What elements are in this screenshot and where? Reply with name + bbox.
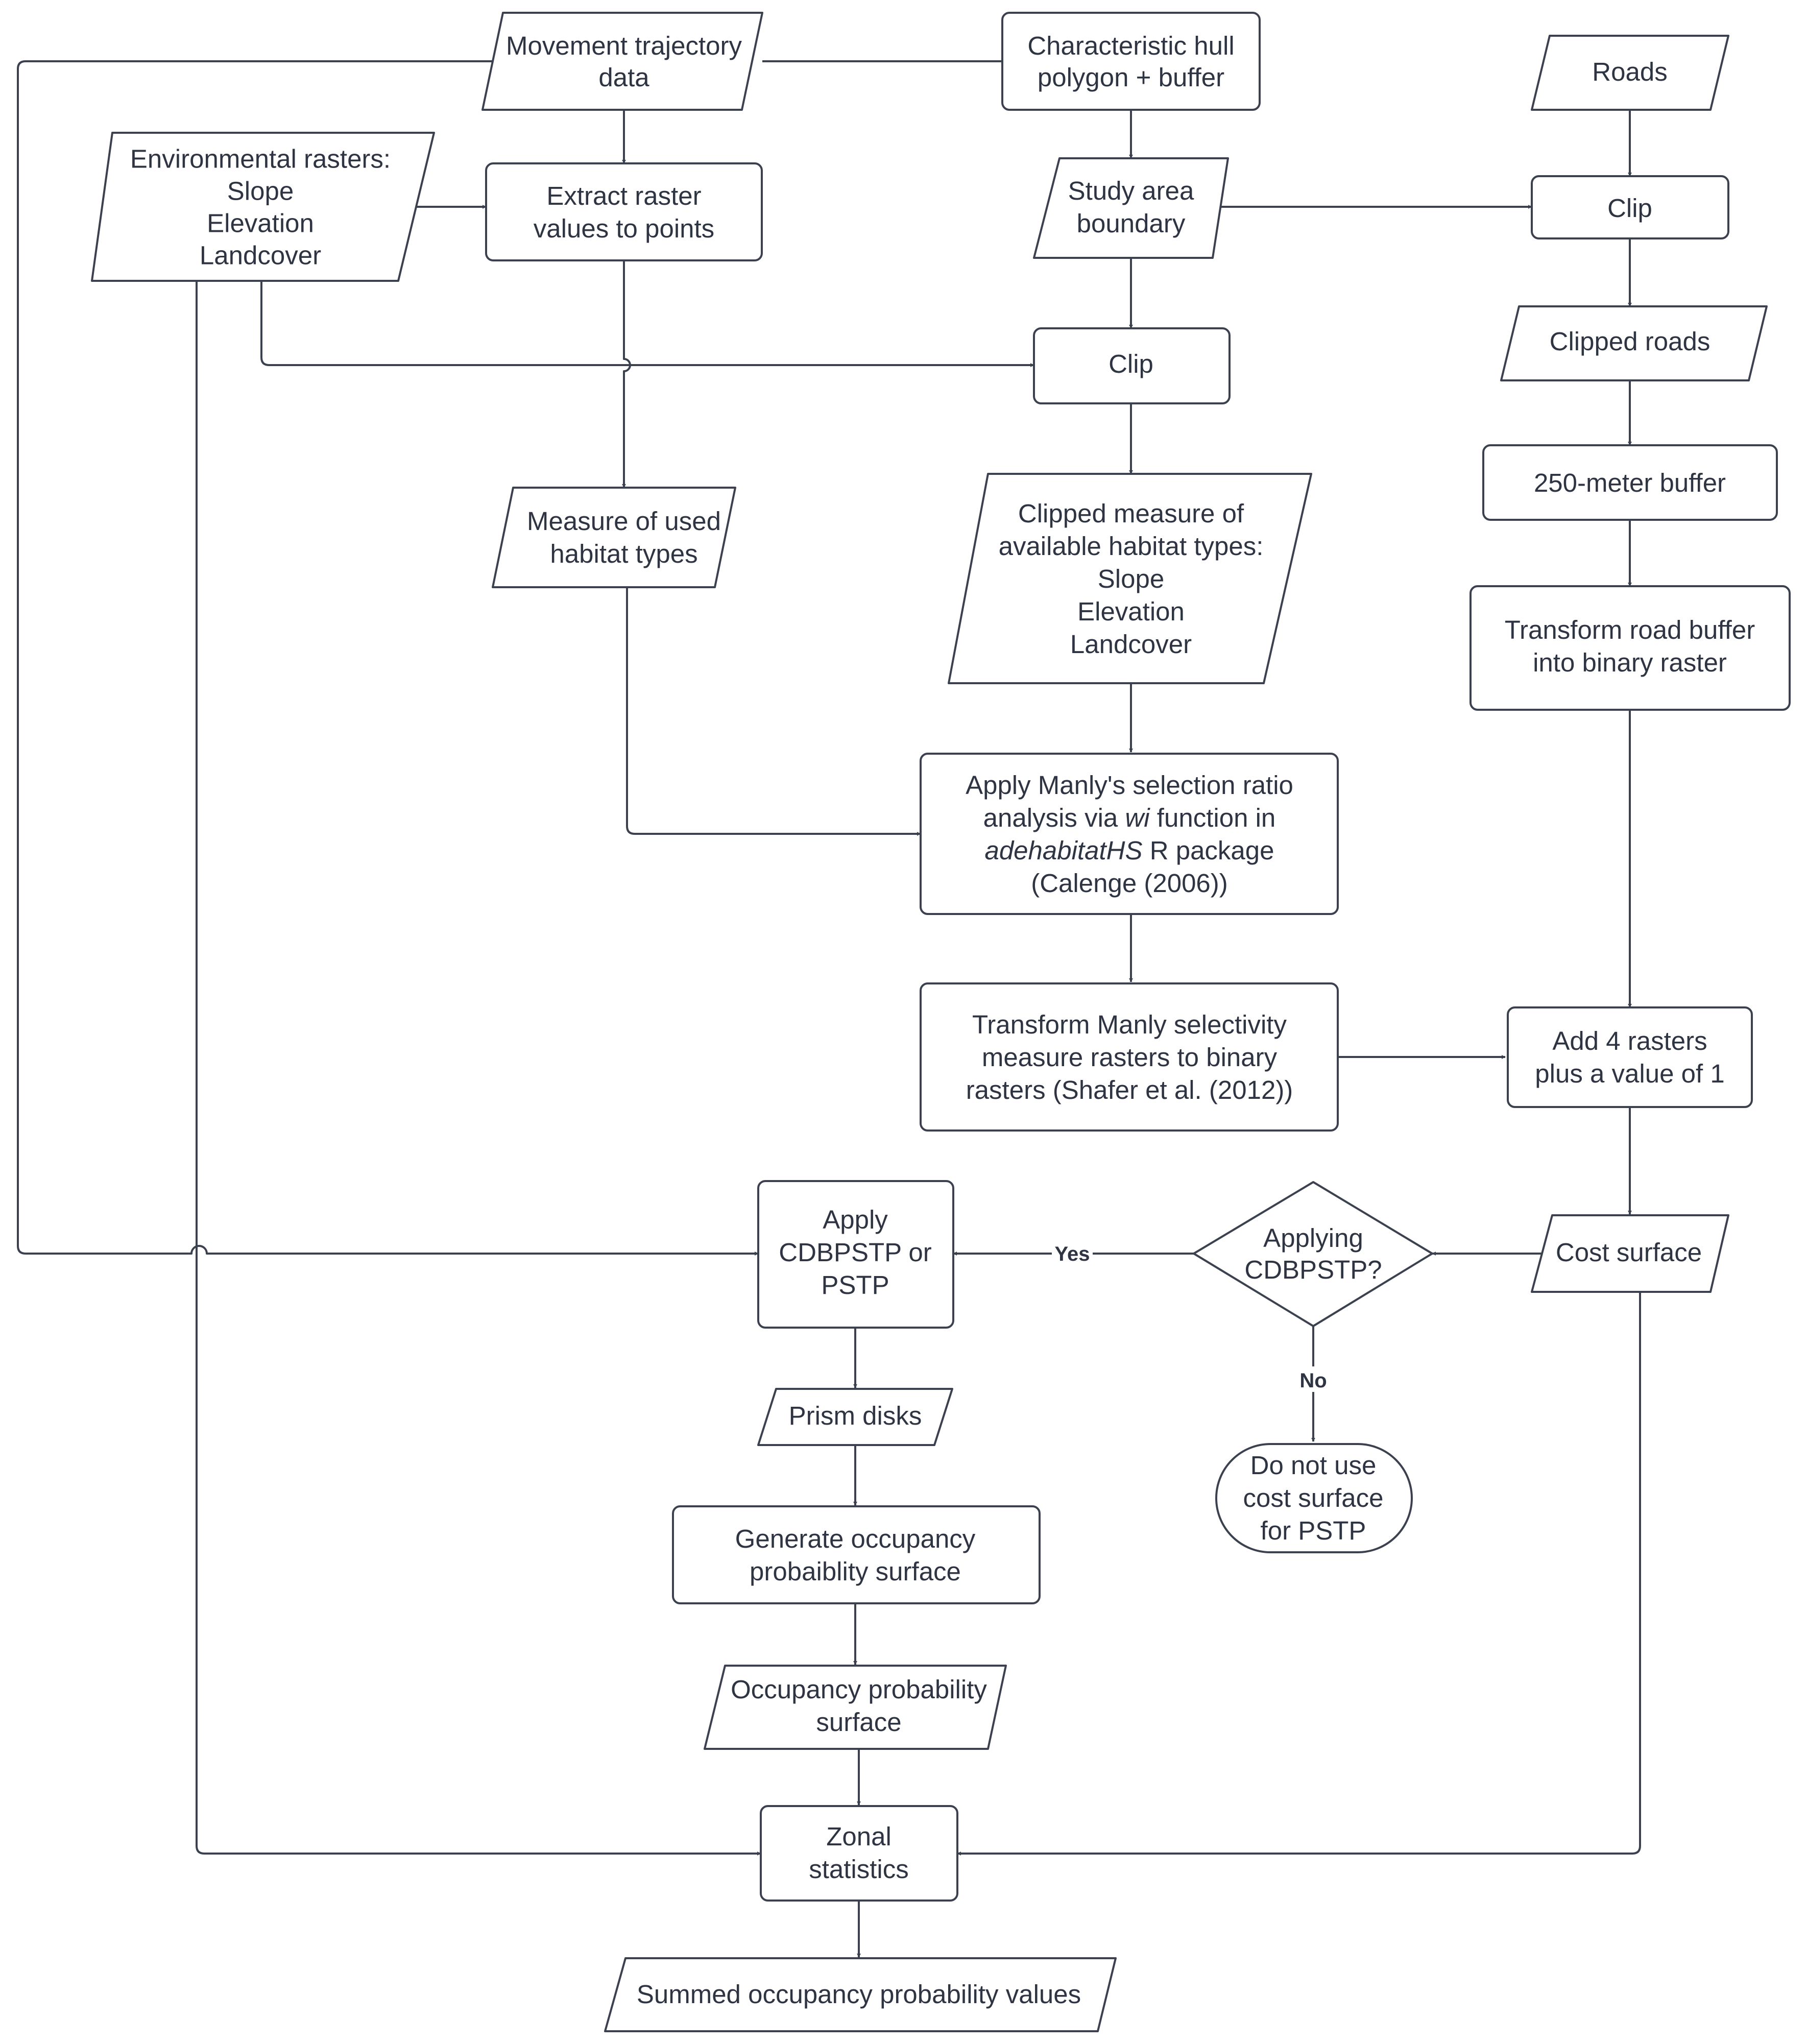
node-roads-label: Roads bbox=[1592, 57, 1667, 86]
no-label-bg bbox=[1294, 1366, 1332, 1392]
yes-label-bg bbox=[1052, 1240, 1093, 1265]
edges: Yes No bbox=[17, 59, 1641, 1958]
edge-env-to-clip bbox=[260, 281, 1034, 367]
node-summed-label: Summed occupancy probability values bbox=[637, 1980, 1081, 2009]
node-clipped-roads-label: Clipped roads bbox=[1550, 327, 1710, 356]
edge-cost-to-zonal bbox=[957, 1292, 1641, 1856]
node-cost-surface-label: Cost surface bbox=[1556, 1238, 1702, 1267]
node-clip-roads[interactable]: Clip bbox=[1531, 175, 1729, 239]
edge-label-no: No bbox=[1299, 1369, 1327, 1392]
edge-label-yes: Yes bbox=[1055, 1243, 1090, 1265]
edge-used-to-manly bbox=[626, 587, 921, 836]
edge-movement-to-apply bbox=[17, 60, 759, 1256]
node-250-buffer[interactable]: 250-meter buffer bbox=[1482, 444, 1778, 521]
node-clip-main[interactable]: Clip bbox=[1033, 327, 1231, 404]
node-clip-main-label: Clip bbox=[1109, 349, 1153, 378]
node-clipped-roads[interactable]: Clipped roads bbox=[1500, 305, 1768, 381]
node-cost-surface[interactable]: Cost surface bbox=[1531, 1214, 1729, 1293]
node-250-buffer-label: 250-meter buffer bbox=[1534, 468, 1726, 497]
edge-extract-to-used bbox=[622, 260, 631, 488]
node-prism-disks[interactable]: Prism disks bbox=[757, 1388, 953, 1446]
node-summed[interactable]: Summed occupancy probability values bbox=[604, 1957, 1117, 2032]
node-prism-disks-label: Prism disks bbox=[789, 1401, 922, 1430]
node-clip-roads-label: Clip bbox=[1607, 194, 1652, 223]
edge-env-to-zonal bbox=[196, 281, 761, 1856]
node-roads[interactable]: Roads bbox=[1531, 35, 1729, 111]
